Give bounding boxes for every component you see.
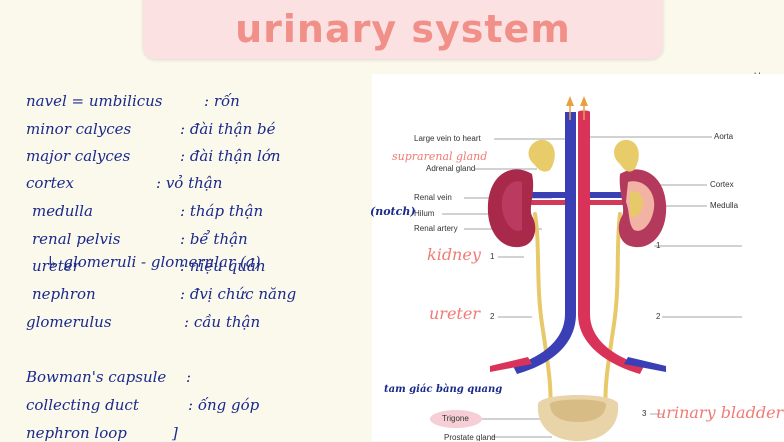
note-term: collecting duct <box>26 396 139 414</box>
note-definition: : cầu thận <box>184 313 261 331</box>
glomerulus-plural-note: ↳ glomeruli - glomerular (a) <box>46 253 261 271</box>
number-label: 1 <box>490 252 495 261</box>
title-banner: urinary system <box>143 0 663 59</box>
number-label: 2 <box>656 312 661 321</box>
annotation-kidney: kidney <box>427 245 481 264</box>
note-definition: : vỏ thận <box>156 174 223 192</box>
note-term: cortex <box>26 174 74 192</box>
note-term: medulla <box>32 202 93 220</box>
annotation-urinary-bladder: urinary bladder <box>656 403 784 422</box>
annotation-trigone: tam giác bàng quang <box>384 384 503 395</box>
label-cortex: Cortex <box>710 180 734 189</box>
annotation-hilum: (notch) <box>370 205 416 218</box>
label-hilum: Hilum <box>414 209 435 218</box>
note-definition: : đvị chức năng <box>180 285 297 303</box>
note-term: major calyces <box>26 147 131 165</box>
label-adrenal-gland: Adrenal gland <box>426 164 476 173</box>
label-aorta: Aorta <box>714 132 734 141</box>
note-definition: : ống góp <box>188 396 260 414</box>
label-medulla: Medulla <box>710 201 739 210</box>
note-term: nephron <box>32 285 96 303</box>
anatomy-illustration <box>430 96 742 441</box>
note-term: navel = umbilicus <box>26 92 163 110</box>
note-definition: : đài thận lớn <box>180 147 281 165</box>
note-term: nephron loop <box>26 424 127 442</box>
note-term: ureter <box>32 257 80 275</box>
page-title: urinary system <box>235 7 571 51</box>
note-definition: : rốn <box>204 92 240 110</box>
label-renal-vein: Renal vein <box>414 193 452 202</box>
number-label: 1 <box>656 241 661 250</box>
note-definition: : bể thận <box>180 230 248 248</box>
note-definition: : <box>186 368 192 386</box>
note-term: Bowman's capsule <box>26 368 167 386</box>
note-definition: : tháp thận <box>180 202 264 220</box>
label-trigone: Trigone <box>442 414 469 423</box>
annotation-ureter: ureter <box>429 304 480 323</box>
annotation-suprarenal: suprarenal gland <box>392 150 488 163</box>
note-term: renal pelvis <box>32 230 121 248</box>
note-definition: : đài thận bé <box>180 120 276 138</box>
note-term: glomerulus <box>26 313 112 331</box>
note-definition: : niệu quản <box>180 257 266 275</box>
number-label: 3 <box>642 409 647 418</box>
note-definition: ] <box>172 424 178 442</box>
number-label: 2 <box>490 312 495 321</box>
note-term: minor calyces <box>26 120 132 138</box>
label-large-vein: Large vein to heart <box>414 134 481 143</box>
urinary-system-diagram: Large vein to heart Adrenal gland Renal … <box>372 74 784 441</box>
label-prostate-gland: Prostate gland <box>444 433 496 441</box>
label-renal-artery: Renal artery <box>414 224 458 233</box>
